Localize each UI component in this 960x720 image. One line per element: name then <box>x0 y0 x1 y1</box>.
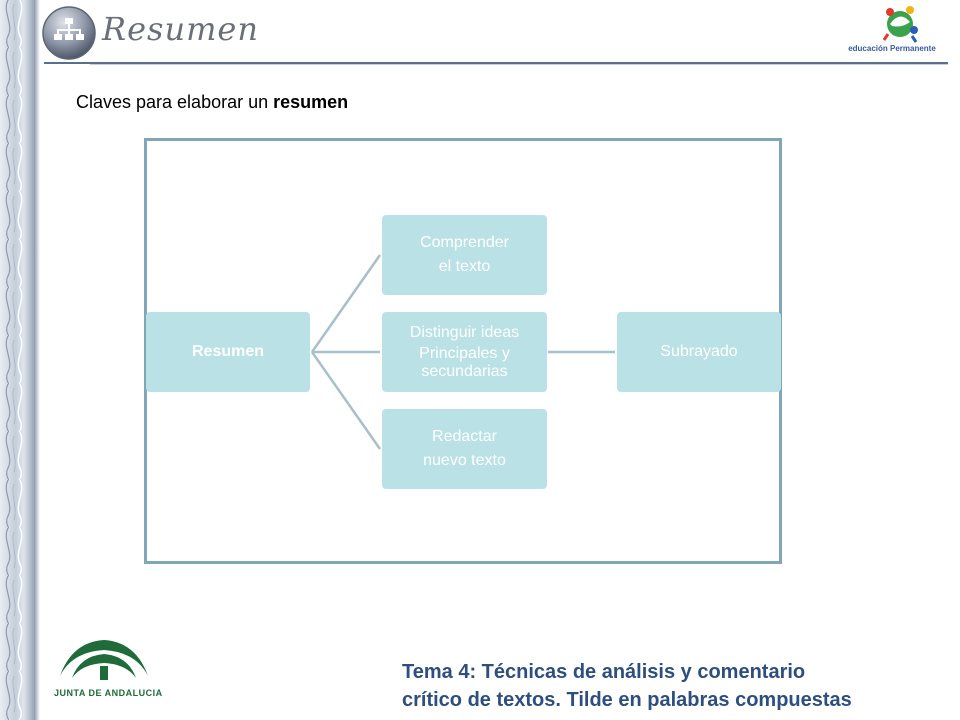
node-redactar: Redactar nuevo texto <box>382 409 547 489</box>
node-comprender-line2: el texto <box>438 258 491 275</box>
footer-topic-title: Tema 4: Técnicas de análisis y comentari… <box>402 658 950 714</box>
wave-pattern-icon <box>0 0 34 720</box>
slide-subtitle: Claves para elaborar un resumen <box>76 92 348 113</box>
footer-title-line1: Tema 4: Técnicas de análisis y comentari… <box>402 661 806 683</box>
node-distinguir-line2: Principales y secundarias <box>419 345 510 380</box>
footer-title-line2: crítico de textos. Tilde en palabras com… <box>402 689 852 711</box>
node-comprender-line1: Comprender <box>420 234 509 252</box>
page-title: Resumen <box>102 10 259 48</box>
org-chart-icon <box>42 6 96 60</box>
header-divider <box>44 62 948 64</box>
node-redactar-line1: Redactar <box>432 428 497 446</box>
node-comprender: Comprender el texto <box>382 215 547 295</box>
subtitle-emphasis: resumen <box>273 92 349 112</box>
left-decorative-band <box>0 0 34 720</box>
node-distinguir: Distinguir ideas Principales y secundari… <box>382 312 547 392</box>
node-redactar-line2: nuevo texto <box>423 452 506 469</box>
node-subrayado: Subrayado <box>617 312 781 392</box>
node-subrayado-label: Subrayado <box>660 343 738 361</box>
header-divider-shadow <box>90 64 948 65</box>
connector-root-redactar <box>310 351 382 450</box>
node-distinguir-line1: Distinguir ideas <box>409 323 520 341</box>
left-band-shadow <box>34 0 40 720</box>
junta-de-andalucia-logo <box>60 640 148 680</box>
junta-de-andalucia-label: JUNTA DE ANDALUCIA <box>54 688 163 698</box>
educacion-permanente-label: educación Permanente <box>848 44 936 53</box>
node-resumen-label: Resumen <box>191 343 265 361</box>
subtitle-prefix: Claves para elaborar un <box>76 92 274 112</box>
educacion-permanente-logo <box>882 6 918 43</box>
connector-root-comprender <box>310 254 382 353</box>
node-resumen: Resumen <box>146 312 310 392</box>
